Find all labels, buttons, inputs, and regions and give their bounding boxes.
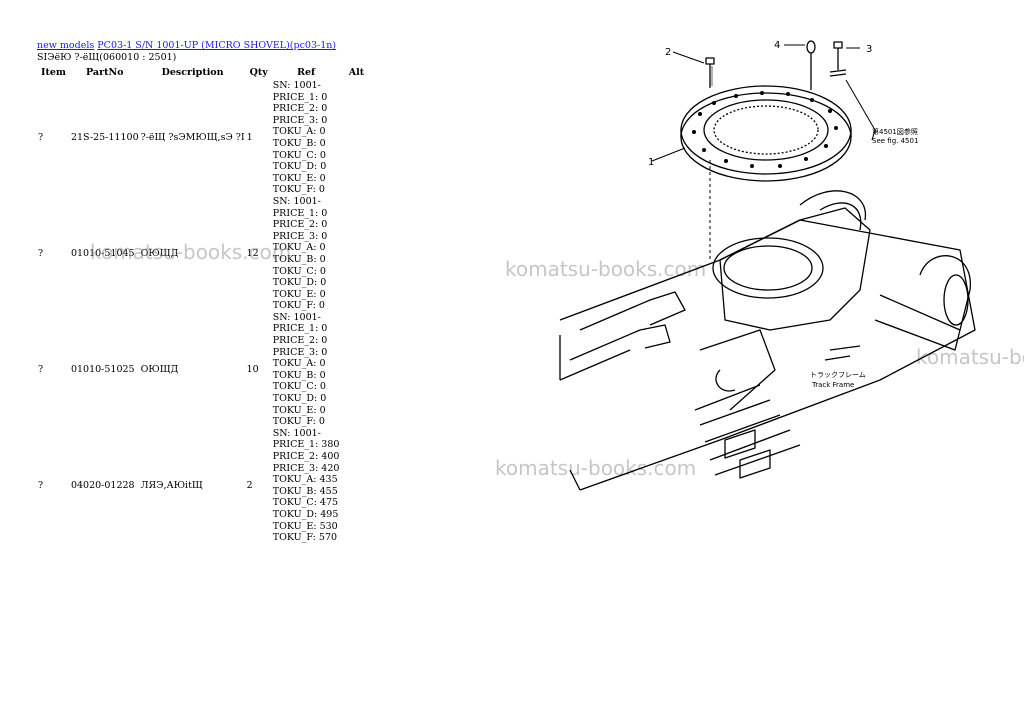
ref-line: PRICE_2: 0	[272, 219, 328, 231]
breadcrumb-link-new-models[interactable]: new models	[37, 40, 95, 51]
cell-item: ?	[38, 480, 44, 492]
ref-line: PRICE_3: 0	[272, 114, 328, 126]
ref-line: TOKU_D: 495	[272, 508, 339, 520]
ref-line: TOKU_B: 455	[272, 485, 338, 497]
ref-line: TOKU_D: 0	[272, 161, 327, 173]
ref-line: PRICE_1: 0	[272, 323, 328, 335]
ref-line: SN: 1001-	[272, 195, 321, 207]
cell-alt	[340, 312, 372, 428]
cell-description: ОЮЩД	[140, 248, 179, 260]
ref-line: PRICE_1: 0	[272, 91, 328, 103]
cell-description: ?-ёЩ ?sЭМЮЩ,sЭ ?I	[140, 132, 245, 144]
ref-line: SN: 1001-	[272, 80, 321, 91]
ref-line: SN: 1001-	[272, 311, 321, 323]
track-frame-label-en: Track Frame	[811, 381, 854, 389]
ref-line: PRICE_2: 400	[272, 451, 340, 462]
ref-line: TOKU_A: 435	[272, 474, 338, 486]
ref-line: SN: 1001-	[272, 427, 321, 439]
cell-alt	[340, 428, 372, 544]
callout-1: 1	[648, 157, 654, 168]
cell-qty: 10	[246, 364, 259, 376]
cell-alt	[340, 80, 372, 196]
bolt-3-drawing	[829, 41, 847, 77]
cell-description: ЛЯЭ,АЮitЩ	[140, 480, 203, 492]
ref-line: TOKU_F: 0	[272, 300, 325, 312]
ref-line: PRICE_3: 0	[272, 230, 328, 242]
ref-line: TOKU_B: 0	[272, 137, 326, 149]
ref-line: TOKU_D: 0	[272, 393, 327, 405]
bolt-2-drawing	[705, 57, 715, 88]
header-qty: Qty	[249, 67, 268, 78]
breadcrumb-link-model[interactable]: PC03-1 S/N 1001-UP (MICRO SHOVEL)(pc03-1…	[97, 40, 337, 51]
ref-line: TOKU_C: 0	[272, 381, 326, 393]
ref-line: TOKU_F: 0	[272, 184, 325, 196]
cell-partno: 01010-51025	[70, 364, 135, 376]
header-description: Description	[161, 67, 224, 78]
ref-line: TOKU_C: 0	[272, 265, 326, 277]
washer-4-drawing	[806, 40, 816, 90]
ref-line: TOKU_C: 475	[272, 497, 339, 509]
track-frame-drawing	[559, 190, 976, 491]
page-subtitle: SIЭёЮ ?-ёЩ(060010 : 2501)	[37, 52, 177, 63]
cell-item: ?	[38, 132, 44, 144]
ref-line: TOKU_C: 0	[272, 149, 326, 161]
ref-line: TOKU_E: 0	[272, 288, 326, 300]
cell-qty: 12	[246, 248, 259, 260]
ref-line: PRICE_2: 0	[272, 335, 328, 347]
ref-line: TOKU_E: 0	[272, 404, 326, 416]
cell-description: ОЮЩД	[140, 364, 179, 376]
header-alt: Alt	[348, 67, 365, 78]
callout-2: 2	[665, 47, 671, 58]
parts-table: Item PartNo Description Qty Ref Alt ?21S…	[37, 66, 372, 544]
ref-line: TOKU_A: 0	[272, 242, 326, 254]
ref-line: PRICE_1: 0	[272, 207, 328, 219]
breadcrumb: new models PC03-1 S/N 1001-UP (MICRO SHO…	[37, 40, 336, 52]
ref-line: TOKU_F: 0	[272, 416, 325, 428]
ref-line: PRICE_1: 380	[272, 439, 340, 451]
table-row: ? 04020-01228 ЛЯЭ,АЮitЩ 2 SN: 1001-PRICE_1: …	[37, 428, 372, 544]
cell-qty: 1	[246, 132, 253, 144]
callout-3: 3	[866, 44, 872, 55]
ref-line: TOKU_A: 0	[272, 126, 326, 138]
ref-line: TOKU_F: 570	[272, 532, 338, 544]
cell-alt	[340, 196, 372, 312]
table-header-row: Item PartNo Description Qty Ref Alt	[37, 66, 372, 80]
header-item: Item	[41, 67, 66, 78]
ref-line: TOKU_D: 0	[272, 277, 327, 289]
ref-line: TOKU_E: 0	[272, 172, 326, 184]
cell-qty: 2	[246, 480, 253, 492]
ref-line: PRICE_3: 0	[272, 346, 328, 358]
track-frame-label-jp: トラックフレーム	[810, 371, 866, 379]
header-partno: PartNo	[86, 67, 124, 78]
see-fig-note-jp: 第4501図参照	[872, 127, 918, 136]
ref-line: TOKU_B: 0	[272, 253, 326, 265]
ref-line: PRICE_2: 0	[272, 103, 328, 115]
see-fig-note-en: See fig. 4501	[872, 137, 918, 145]
cell-item: ?	[38, 364, 44, 376]
cell-partno: 01010-51045	[70, 248, 135, 260]
cell-partno: 04020-01228	[70, 480, 135, 492]
ref-line: TOKU_B: 0	[272, 369, 326, 381]
ref-line: PRICE_3: 420	[272, 462, 340, 474]
cell-item: ?	[38, 248, 44, 260]
exploded-parts-diagram: 2 4 3 1 第4501図参照 See fig. 4501 トラックフレーム …	[559, 40, 976, 491]
cell-partno: 21S-25-11100	[70, 132, 139, 144]
callout-4: 4	[774, 40, 780, 51]
swing-circle-drawing	[680, 85, 852, 182]
ref-line: TOKU_A: 0	[272, 358, 326, 370]
ref-line: TOKU_E: 530	[272, 520, 338, 532]
header-ref: Ref	[297, 67, 316, 78]
